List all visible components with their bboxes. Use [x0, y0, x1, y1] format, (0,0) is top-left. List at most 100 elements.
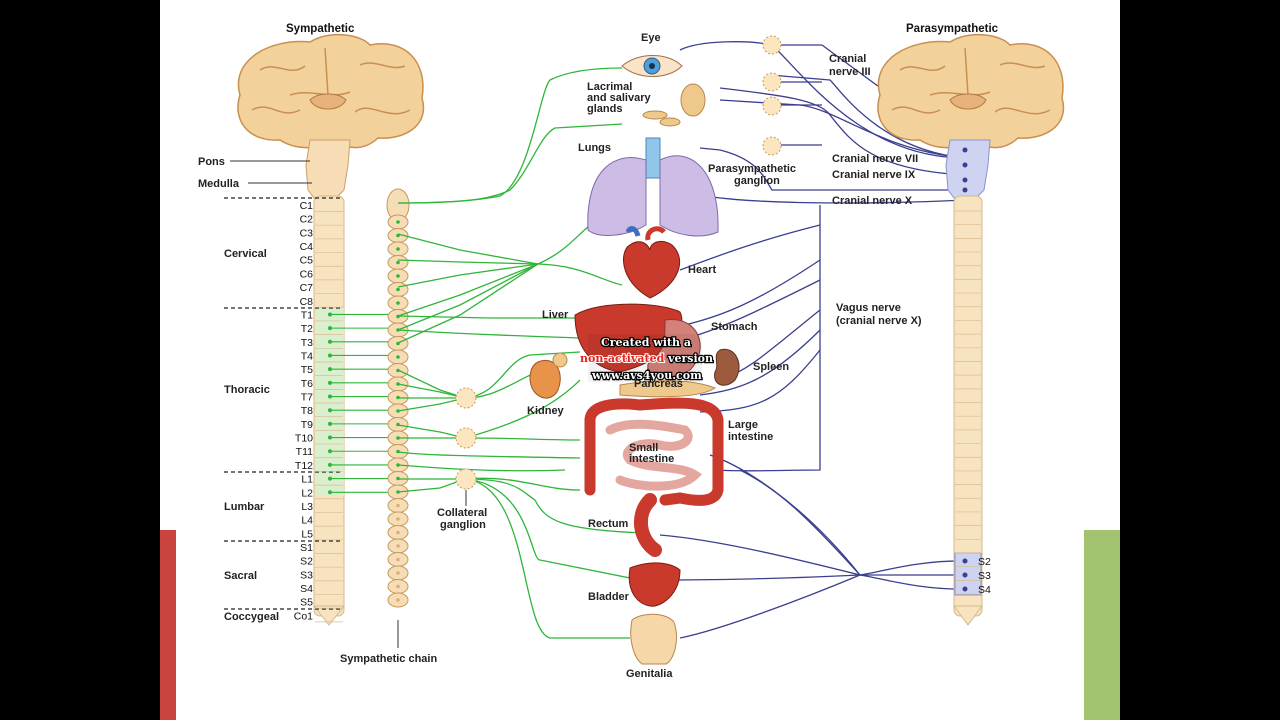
organ-stomach: [647, 319, 701, 378]
label-small-intestine-2: intestine: [629, 453, 674, 465]
watermark-line2: non-activated version: [580, 352, 713, 365]
label-cranial-nerve-vii: Cranial nerve VII: [832, 153, 918, 165]
label-rectum: Rectum: [588, 518, 629, 530]
segment-label: T4: [301, 350, 313, 362]
label-vagus-nerve-2: (cranial nerve X): [836, 315, 922, 327]
chain-ganglion-dot: [396, 503, 400, 508]
spinal-cord-left: [305, 139, 351, 626]
label-pancreas: Pancreas: [634, 378, 683, 390]
label-lacrimal-1: Lacrimal: [587, 81, 632, 93]
chain-ganglion-dot: [396, 598, 400, 602]
label-collateral-ganglion-2: ganglion: [440, 519, 486, 531]
segment-label: S5: [300, 597, 313, 609]
segment-label: T8: [301, 405, 313, 417]
organ-spleen: [714, 348, 740, 386]
organ-lungs: [587, 137, 719, 237]
label-vagus-nerve-1: Vagus nerve: [836, 302, 901, 314]
segment-label: T5: [301, 364, 313, 376]
chain-ganglion-dot: [396, 260, 400, 265]
segment-label: T7: [301, 392, 313, 404]
segment-label: L4: [301, 515, 313, 527]
label-liver: Liver: [542, 309, 569, 321]
segment-label: T12: [295, 460, 313, 472]
label-cranial-nerve-ix: Cranial nerve IX: [832, 169, 916, 181]
label-bladder: Bladder: [588, 591, 630, 603]
region-thoracic: Thoracic: [224, 384, 270, 396]
segment-label: S3: [300, 569, 313, 581]
right-cord-segments: [955, 210, 981, 595]
chain-ganglion-dot: [396, 274, 400, 278]
segment-label: S1: [300, 542, 313, 554]
label-lungs: Lungs: [578, 142, 611, 154]
chain-ganglion-dot: [396, 584, 400, 589]
title-sympathetic: Sympathetic: [286, 23, 355, 35]
region-sacral: Sacral: [224, 570, 257, 582]
chain-ganglion-dot: [396, 557, 400, 562]
chain-ganglion-dot: [396, 517, 400, 521]
region-dividers: [224, 197, 340, 610]
label-large-intestine-2: intestine: [728, 431, 773, 443]
label-kidney: Kidney: [527, 405, 565, 417]
segment-label: C2: [300, 214, 314, 226]
segment-label: S2: [300, 556, 313, 568]
organ-small-intestine: [605, 419, 703, 491]
organ-bladder: [628, 562, 681, 607]
region-lumbar: Lumbar: [224, 501, 265, 513]
chain-ganglion-dot: [396, 544, 400, 548]
collateral-ganglia: [455, 387, 477, 490]
segment-label: T1: [301, 309, 313, 321]
chain-ganglion-dot: [396, 530, 400, 535]
label-cranial-nerve-x: Cranial nerve X: [832, 195, 913, 207]
watermark-line1: Created with a: [601, 336, 691, 349]
chain-ganglion-dot: [396, 355, 400, 359]
label-large-intestine-1: Large: [728, 419, 758, 431]
sacral-para-s4: S4: [978, 584, 991, 596]
organ-kidney: [529, 352, 568, 399]
label-genitalia: Genitalia: [626, 668, 673, 680]
segment-label: C4: [300, 241, 314, 253]
watermark-line3: www.avs4you.com: [591, 369, 702, 382]
segment-label: C6: [300, 268, 314, 280]
chain-ganglion-dot: [396, 571, 400, 575]
segment-label: Co1: [294, 610, 313, 622]
para-nuclei: [962, 147, 968, 592]
brain-left: [237, 33, 425, 149]
segment-label: C7: [300, 282, 314, 294]
segment-label: T9: [301, 419, 313, 431]
label-stomach: Stomach: [711, 321, 758, 333]
segment-label: T6: [301, 378, 313, 390]
segment-label: L2: [301, 487, 313, 499]
label-parasympathetic-ganglion-2: ganglion: [734, 175, 780, 187]
sacral-para-s3: S3: [978, 570, 991, 582]
organ-rectum: [633, 493, 662, 557]
label-small-intestine-1: Small: [629, 442, 658, 454]
label-spleen: Spleen: [753, 361, 789, 373]
segment-label: T3: [301, 337, 313, 349]
segment-label: T2: [301, 323, 313, 335]
sacral-para-s2: S2: [978, 556, 991, 568]
parasympathetic-ganglia: [762, 35, 782, 156]
watermark: Created with a non-activated version www…: [579, 334, 714, 383]
segment-label: L1: [301, 474, 313, 486]
segment-label: T11: [296, 446, 313, 458]
region-coccygeal: Coccygeal: [224, 611, 279, 623]
autonomic-nervous-system-diagram: Sympathetic Parasympathetic Pons Medulla…: [198, 23, 1065, 680]
label-eye: Eye: [641, 32, 661, 44]
chain-ganglion-dot: [396, 220, 400, 224]
organ-salivary-glands: [642, 83, 706, 127]
chain-ganglion-dot: [396, 247, 400, 251]
label-medulla: Medulla: [198, 178, 240, 190]
accent-bar-red: [160, 530, 176, 720]
organ-heart: [623, 226, 681, 299]
organ-eye: [621, 55, 683, 77]
label-collateral-ganglion-1: Collateral: [437, 507, 487, 519]
chain-ganglion-dot: [396, 301, 400, 305]
segment-label: C1: [300, 200, 314, 212]
watermark-line2b: version: [664, 352, 713, 365]
label-sympathetic-chain: Sympathetic chain: [340, 653, 437, 665]
organ-pancreas: [619, 380, 717, 398]
slide: Sympathetic Parasympathetic Pons Medulla…: [160, 0, 1120, 720]
organ-genitalia: [630, 613, 677, 665]
label-pons: Pons: [198, 156, 225, 168]
organ-large-intestine: [584, 397, 724, 506]
